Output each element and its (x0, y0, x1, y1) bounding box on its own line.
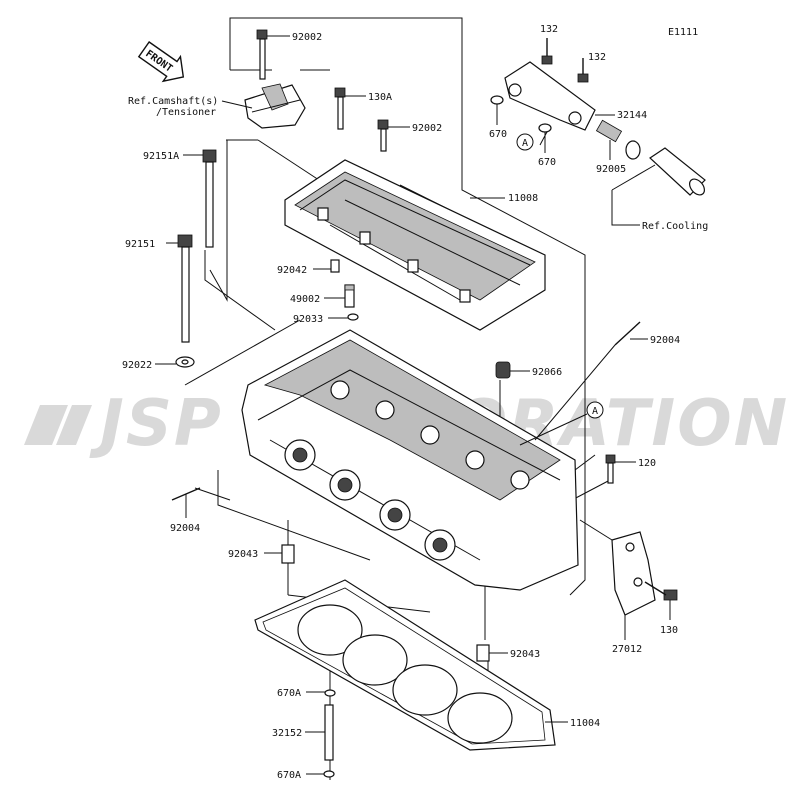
svg-text:A: A (592, 406, 598, 417)
label-92002-top: 92002 (292, 32, 322, 43)
label-120: 120 (638, 458, 656, 469)
label-92151A: 92151A (143, 151, 179, 162)
label-92042: 92042 (277, 265, 307, 276)
bracket-27012 (579, 519, 656, 640)
label-ref-tensioner: /Tensioner (156, 107, 216, 118)
label-670A-top: 670A (277, 688, 301, 699)
bolt-132-b (577, 58, 589, 83)
dowel-92043-right (476, 644, 508, 662)
bolt-92002-mid (377, 119, 410, 152)
o-ring-670-b (538, 123, 552, 153)
label-92002-mid: 92002 (412, 123, 442, 134)
label-32144: 32144 (617, 110, 647, 121)
label-49002: 49002 (290, 294, 320, 305)
bolt-92002-top (256, 29, 290, 80)
label-92005: 92005 (596, 164, 626, 175)
o-ring-92033 (328, 313, 359, 321)
label-ref-cooling: Ref.Cooling (642, 221, 708, 232)
hose-fitting-92005 (595, 119, 623, 160)
bolt-92151A (183, 149, 217, 248)
bolt-130 (644, 581, 678, 620)
dowel-92042 (313, 259, 340, 273)
label-670A-bottom: 670A (277, 770, 301, 781)
label-92033: 92033 (293, 314, 323, 325)
cam-journals (330, 380, 530, 490)
hose-clamp (625, 140, 641, 160)
diagram-code: E1111 (668, 27, 698, 38)
label-27012: 27012 (612, 644, 642, 655)
label-92004-right: 92004 (650, 335, 680, 346)
valve-bore-row (284, 439, 456, 561)
bolt-132-a (541, 38, 553, 65)
o-ring-670A-top (306, 689, 336, 697)
plug-92066 (495, 361, 530, 379)
label-92043-left: 92043 (228, 549, 258, 560)
label-670-b: 670 (538, 157, 556, 168)
label-ref-camshaft: Ref.Camshaft(s) (128, 96, 218, 107)
camshaft-cap-11008 (284, 159, 546, 331)
cylinder-head (241, 329, 579, 591)
bolt-92151 (166, 234, 193, 343)
label-92022: 92022 (122, 360, 152, 371)
stud-92004-right (534, 321, 648, 441)
coolant-hose (649, 147, 706, 196)
label-11008: 11008 (508, 193, 538, 204)
label-130A: 130A (368, 92, 392, 103)
callout-circle-a-top: A (516, 133, 534, 151)
label-92043-right: 92043 (510, 649, 540, 660)
label-32152: 32152 (272, 728, 302, 739)
camshaft-tensioner-bracket (244, 83, 306, 129)
label-670-a: 670 (489, 129, 507, 140)
label-92151: 92151 (125, 239, 155, 250)
dowel-92043-left (264, 544, 295, 564)
callout-labels: 92002 Ref.Camshaft(s) /Tensioner 130A 92… (122, 24, 708, 781)
part-49002 (324, 284, 355, 308)
bolt-130A (334, 87, 366, 130)
washer-92022 (155, 356, 195, 368)
svg-text:A: A (522, 138, 528, 149)
label-11004: 11004 (570, 718, 600, 729)
label-132-a: 132 (540, 24, 558, 35)
o-ring-670-a (490, 95, 504, 125)
label-132-b: 132 (588, 52, 606, 63)
callout-circle-a-mid: A (519, 401, 604, 446)
head-gasket-11004 (254, 579, 568, 751)
front-arrow-icon: FRONT (137, 41, 185, 83)
pipe-32152 (305, 704, 334, 761)
label-92066: 92066 (532, 367, 562, 378)
label-92004-left: 92004 (170, 523, 200, 534)
water-pipe-32144 (504, 61, 615, 131)
stud-92004-left (171, 487, 201, 518)
label-130: 130 (660, 625, 678, 636)
bolt-120 (605, 454, 636, 484)
o-ring-670A-bottom (306, 770, 335, 778)
